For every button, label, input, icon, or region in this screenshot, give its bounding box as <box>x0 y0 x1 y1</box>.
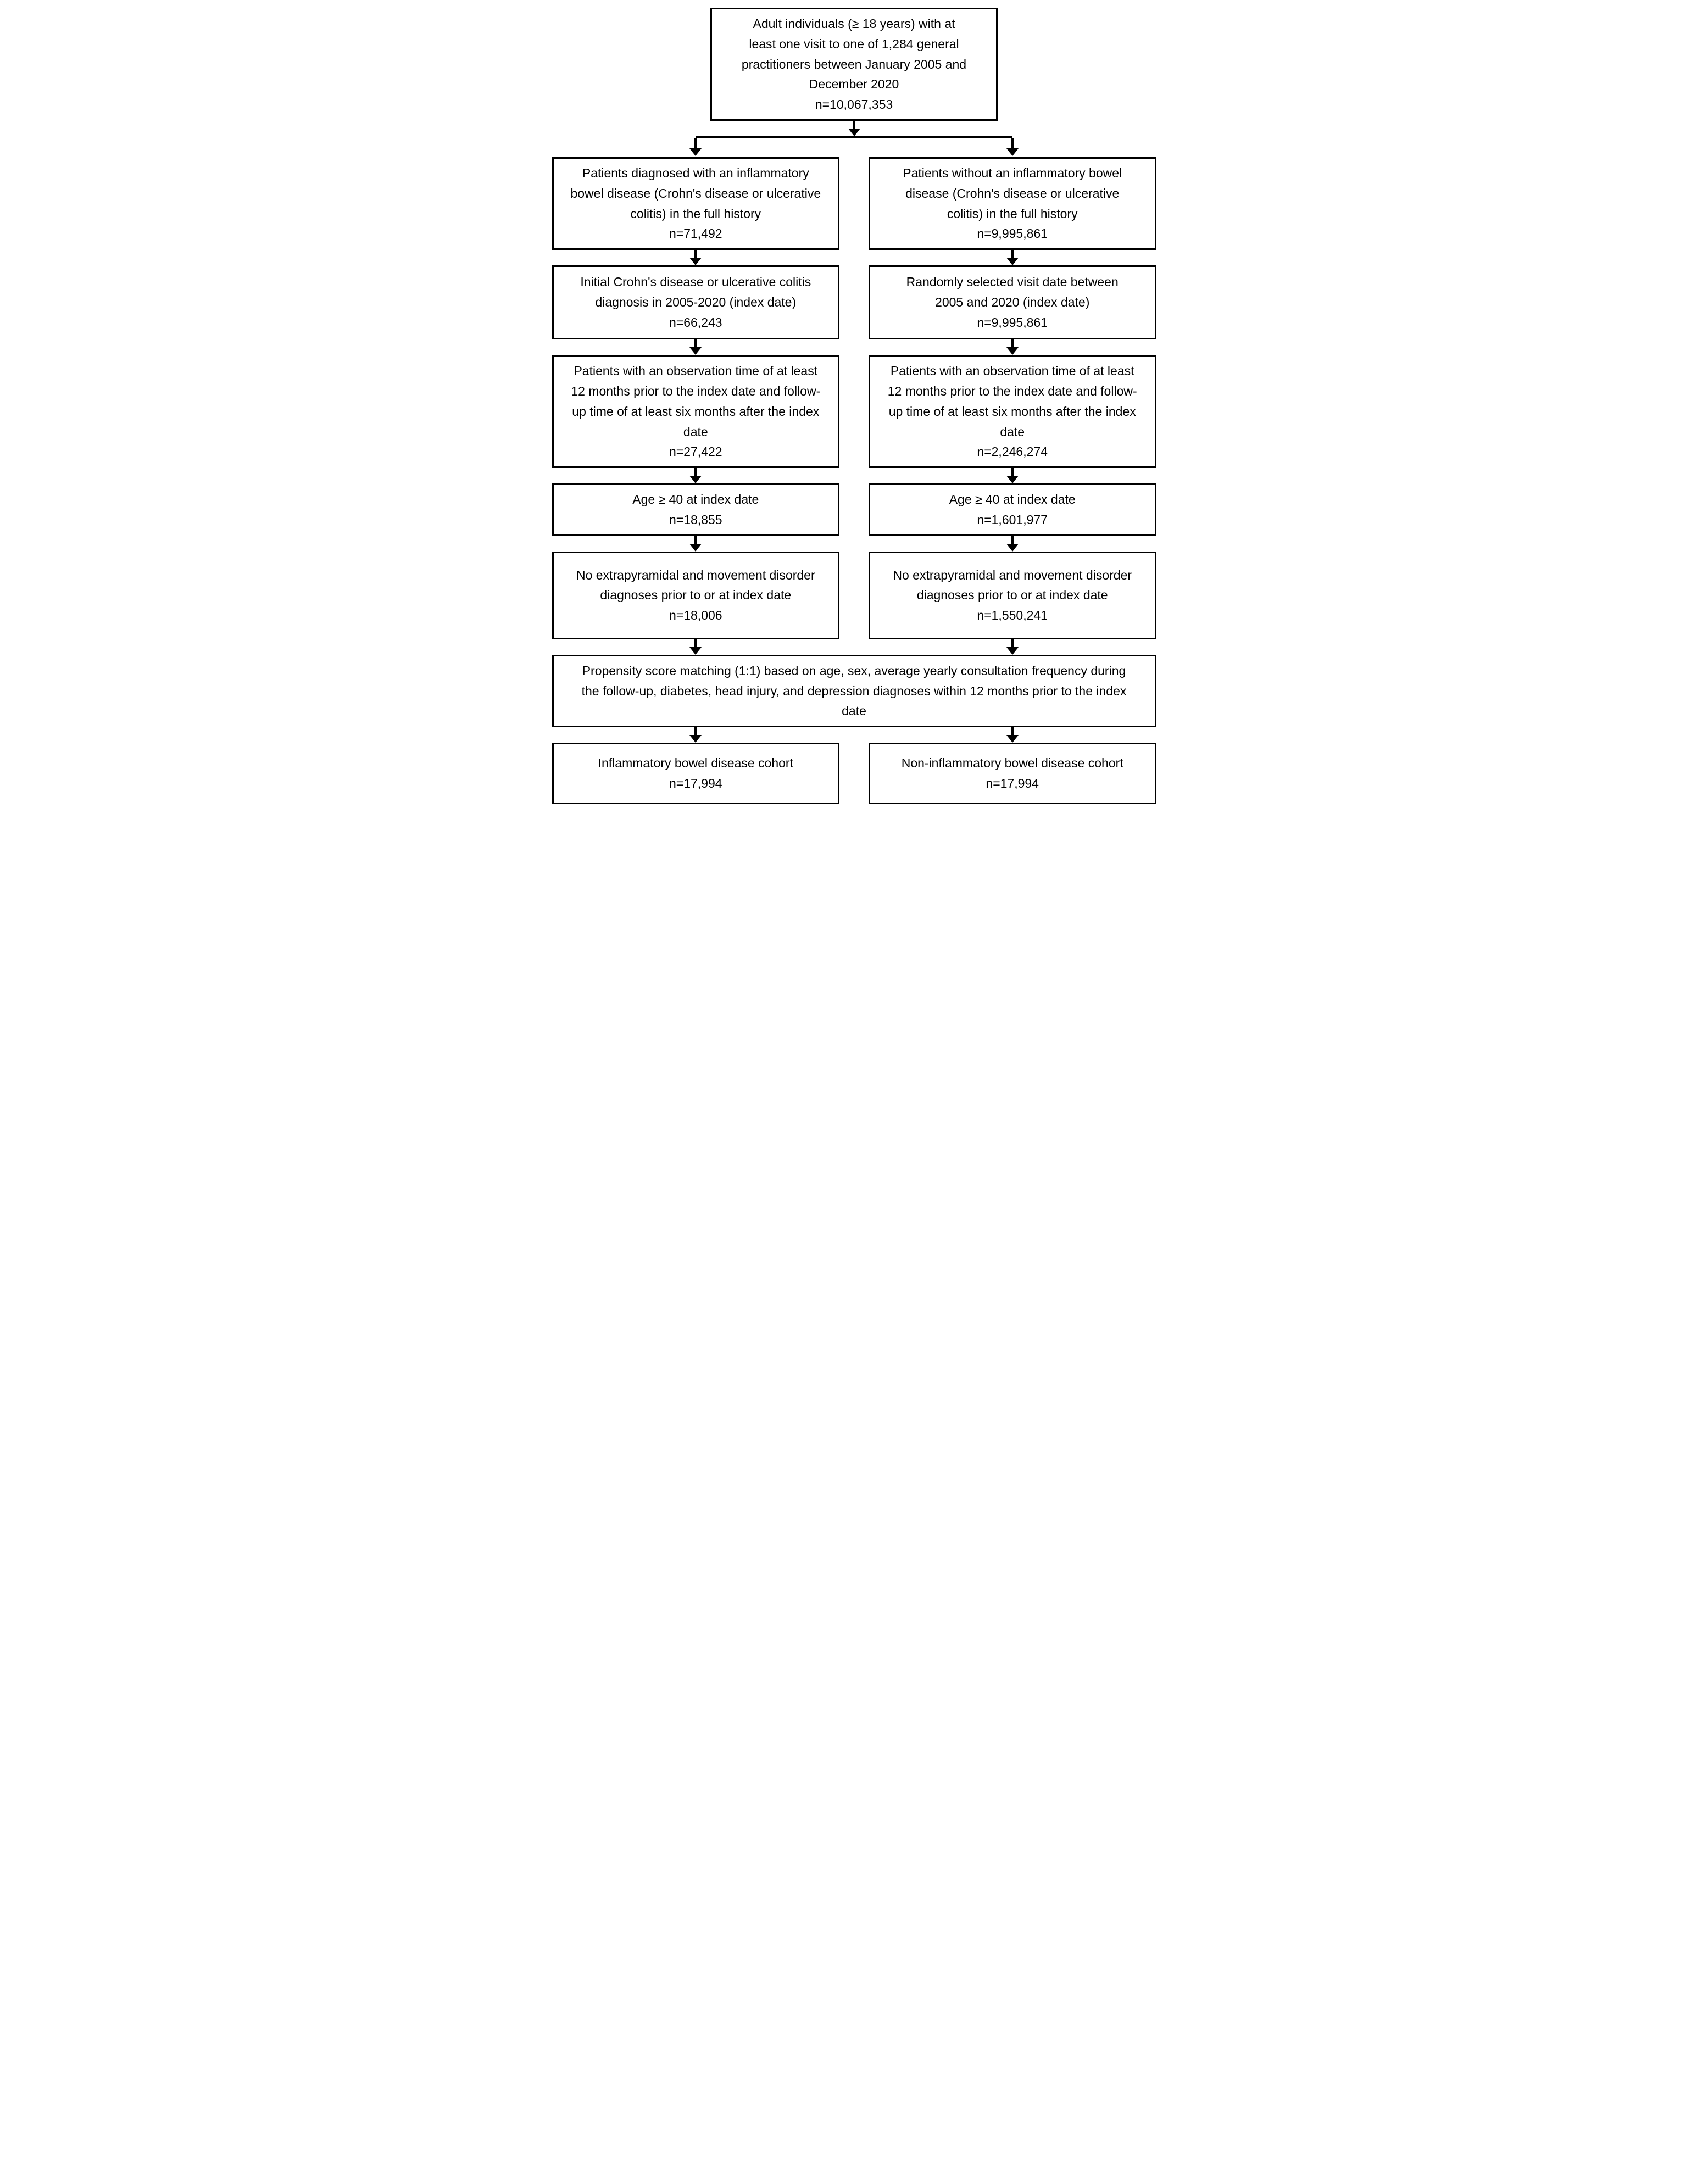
arrow-down-icon <box>1006 536 1019 552</box>
box-no-movement-disorder-ibd: No extrapyramidal and movement disorder … <box>552 551 840 639</box>
box-text: Non-inflammatory bowel disease cohort <box>901 756 1123 771</box>
connector-row <box>552 639 1156 655</box>
connector-row <box>552 468 1156 483</box>
connector-row <box>552 339 1156 355</box>
box-text: Inflammatory bowel disease cohort <box>598 756 793 771</box>
box-propensity-matching: Propensity score matching (1:1) based on… <box>552 654 1156 728</box>
arrow-cell <box>552 536 840 552</box>
box-text: Randomly selected visit date between 200… <box>906 275 1119 310</box>
box-observation-time-non-ibd: Patients with an observation time of at … <box>868 355 1156 469</box>
box-n: n=27,422 <box>669 444 722 459</box>
arrow-down-icon <box>689 339 702 355</box>
box-text: Adult individuals (≥ 18 years) with at l… <box>741 16 967 92</box>
connector-row <box>552 250 1156 265</box>
box-text: Patients with an observation time of at … <box>887 364 1137 439</box>
box-age-filter-ibd: Age ≥ 40 at index date n=18,855 <box>552 483 840 536</box>
split-connector <box>552 121 1156 157</box>
box-observation-time-ibd: Patients with an observation time of at … <box>552 355 840 469</box>
arrow-down-icon <box>848 121 861 136</box>
box-text: No extrapyramidal and movement disorder … <box>576 567 815 603</box>
arrow-cell <box>869 468 1156 483</box>
box-text: Patients without an inflammatory bowel d… <box>903 165 1122 221</box>
box-source-population: Adult individuals (≥ 18 years) with at l… <box>710 8 998 121</box>
connector-row <box>552 727 1156 743</box>
box-n: n=2,246,274 <box>977 444 1048 459</box>
box-n: n=18,855 <box>669 512 722 527</box>
split-drop-left <box>689 138 702 156</box>
arrow-down-icon <box>689 639 702 655</box>
split-drop-right <box>1006 138 1019 156</box>
arrow-down-icon <box>689 138 702 156</box>
arrow-cell <box>552 339 840 355</box>
box-non-ibd-patients: Patients without an inflammatory bowel d… <box>868 157 1156 250</box>
box-text: Patients diagnosed with an inflammatory … <box>570 165 821 221</box>
arrow-down-icon <box>1006 639 1019 655</box>
row-observation-time: Patients with an observation time of at … <box>552 355 1156 469</box>
box-n: n=9,995,861 <box>977 226 1048 241</box>
top-box-row: Adult individuals (≥ 18 years) with at l… <box>552 8 1156 121</box>
box-ibd-patients: Patients diagnosed with an inflammatory … <box>552 157 840 250</box>
arrow-cell <box>869 536 1156 552</box>
box-text: Propensity score matching (1:1) based on… <box>581 663 1127 719</box>
arrow-cell <box>552 250 840 265</box>
box-n: n=17,994 <box>669 776 722 791</box>
arrow-down-icon <box>689 727 702 743</box>
arrow-cell <box>552 639 840 655</box>
arrow-cell <box>869 727 1156 743</box>
split-bar <box>696 136 1012 138</box>
arrow-down-icon <box>1006 339 1019 355</box>
box-age-filter-non-ibd: Age ≥ 40 at index date n=1,601,977 <box>868 483 1156 536</box>
box-text: No extrapyramidal and movement disorder … <box>893 567 1132 603</box>
box-no-movement-disorder-non-ibd: No extrapyramidal and movement disorder … <box>868 551 1156 639</box>
row-final-cohorts: Inflammatory bowel disease cohort n=17,9… <box>552 743 1156 805</box>
box-n: n=9,995,861 <box>977 315 1048 330</box>
box-non-ibd-cohort: Non-inflammatory bowel disease cohort n=… <box>868 743 1156 805</box>
box-n: n=1,550,241 <box>977 608 1048 623</box>
arrow-down-icon <box>689 468 702 483</box>
box-initial-diagnosis: Initial Crohn's disease or ulcerative co… <box>552 265 840 340</box>
arrow-down-icon <box>1006 250 1019 265</box>
box-n: n=17,994 <box>986 776 1039 791</box>
box-text: Age ≥ 40 at index date <box>632 492 759 507</box>
arrow-down-icon <box>1006 468 1019 483</box>
box-n: n=10,067,353 <box>815 97 893 112</box>
arrow-down-icon <box>1006 138 1019 156</box>
row-index-date: Initial Crohn's disease or ulcerative co… <box>552 265 1156 340</box>
box-n: n=1,601,977 <box>977 512 1048 527</box>
box-ibd-cohort: Inflammatory bowel disease cohort n=17,9… <box>552 743 840 805</box>
arrow-down-icon <box>689 536 702 552</box>
box-n: n=71,492 <box>669 226 722 241</box>
connector-row <box>552 536 1156 552</box>
arrow-down-icon <box>1006 727 1019 743</box>
split-stem-arrow-icon <box>848 121 861 136</box>
box-text: Patients with an observation time of at … <box>571 364 821 439</box>
box-text: Age ≥ 40 at index date <box>949 492 1076 507</box>
arrow-cell <box>869 339 1156 355</box>
arrow-cell <box>552 727 840 743</box>
row-age-filter: Age ≥ 40 at index date n=18,855 Age ≥ 40… <box>552 483 1156 536</box>
box-text: Initial Crohn's disease or ulcerative co… <box>580 275 811 310</box>
row-no-movement-disorder: No extrapyramidal and movement disorder … <box>552 551 1156 639</box>
box-n: n=18,006 <box>669 608 722 623</box>
arrow-cell <box>869 250 1156 265</box>
flow-diagram: Adult individuals (≥ 18 years) with at l… <box>552 8 1156 805</box>
box-random-visit-date: Randomly selected visit date between 200… <box>868 265 1156 340</box>
row-ibd-vs-non-ibd: Patients diagnosed with an inflammatory … <box>552 157 1156 250</box>
arrow-down-icon <box>689 250 702 265</box>
arrow-cell <box>552 468 840 483</box>
box-n: n=66,243 <box>669 315 722 330</box>
arrow-cell <box>869 639 1156 655</box>
